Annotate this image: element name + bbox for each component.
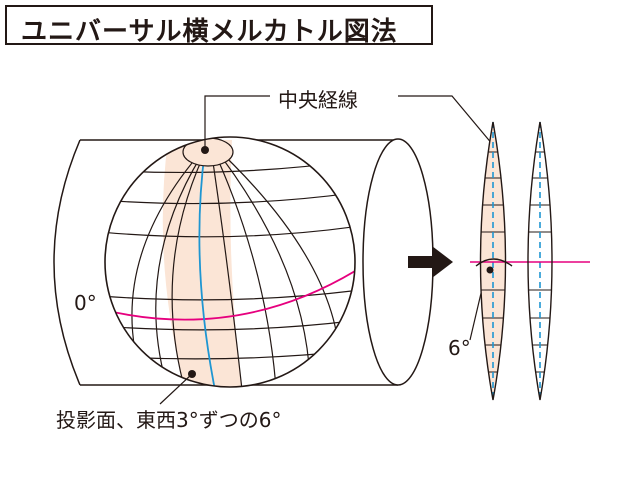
projection-zone (162, 140, 242, 387)
leader-lines (159, 95, 494, 405)
equator-label: 0° (74, 291, 97, 315)
width-bracket (475, 258, 513, 267)
equator-line (105, 267, 355, 321)
projection-cylinder (53, 138, 434, 386)
right-arrow-icon (408, 246, 453, 278)
leader-left (204, 95, 270, 148)
central-meridian-line (198, 149, 216, 387)
leader-right (398, 95, 494, 146)
cylinder-left-end (53, 139, 81, 386)
page-title: ユニバーサル横メルカトル図法 (21, 17, 398, 47)
pole-dot (201, 146, 209, 154)
globe (104, 136, 356, 388)
leader-note (159, 373, 193, 405)
gore-1-dot (486, 266, 494, 274)
gore-strip-2 (516, 121, 590, 401)
globe-outline (104, 136, 356, 388)
gore-strip-1 (470, 121, 516, 401)
projection-note-label: 投影面、東西3°ずつの6° (56, 408, 282, 432)
central-meridian-label: 中央経線 (278, 88, 358, 112)
title-box: ユニバーサル横メルカトル図法 (5, 5, 433, 47)
zone-width-label: 6° (448, 336, 471, 360)
